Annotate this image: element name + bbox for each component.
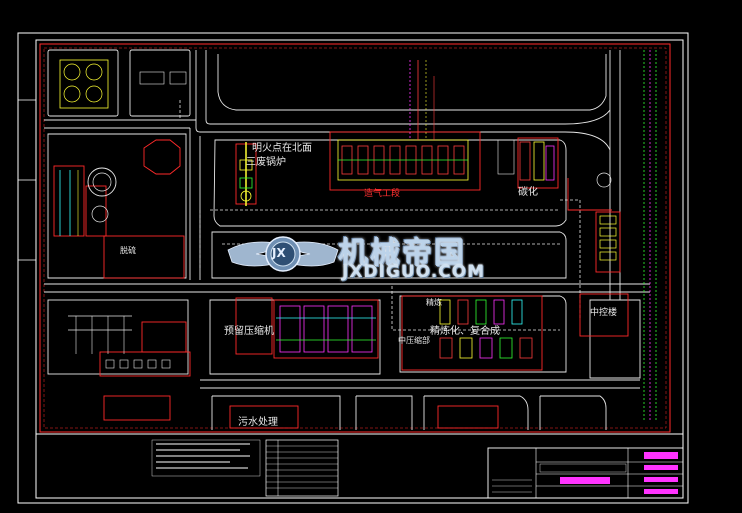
label-refining: 精炼 [426, 298, 442, 307]
equipment-left-area [59, 59, 612, 236]
title-block [487, 447, 684, 499]
area-ammonia [103, 235, 185, 279]
equipment-compressor [276, 305, 376, 353]
label-synthesis: 精炼化、复合成 [430, 326, 500, 337]
tank-row-right [599, 215, 617, 261]
area-outlines [53, 131, 629, 429]
watermark-title-en: JXDIGUO.COM [342, 262, 486, 282]
outer-frame [17, 32, 689, 504]
watermark-title-cn: 机械帝国 [338, 236, 466, 271]
watermark-emblem-text: JX [272, 246, 286, 260]
label-boiler: 三废锅炉 [246, 157, 286, 168]
title-area [36, 433, 684, 499]
label-compressor: 预留压缩机 [224, 326, 274, 337]
watermark-emblem [227, 236, 339, 272]
equipment-lower-left [68, 315, 171, 369]
label-control-room: 中压缩部 [398, 336, 430, 345]
equipment-decarbon [497, 139, 555, 181]
label-decarbon: 碳化 [518, 187, 538, 198]
equipment-synthesis [439, 299, 533, 359]
east-fence [643, 50, 657, 420]
octagon-tank [143, 139, 181, 175]
label-central-control: 中控楼 [590, 308, 618, 318]
pipe-racks [179, 100, 581, 331]
label-sewage: 污水处理 [238, 417, 278, 428]
label-gasification: 造气工段 [364, 189, 401, 199]
label-flare: 明火点在北面 [252, 143, 312, 154]
equipment-boiler [239, 142, 253, 206]
legend-table [265, 439, 339, 497]
equipment-gasification [337, 60, 469, 181]
inner-frame [35, 39, 684, 499]
site-boundary-wall [39, 43, 671, 433]
label-desulfurization: 脱硫 [120, 246, 136, 255]
